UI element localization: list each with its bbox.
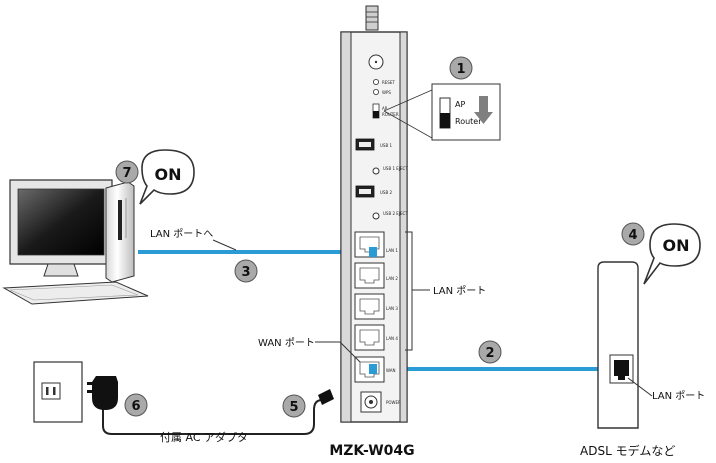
step-5-number: 5 — [289, 400, 298, 415]
switch-router-text: Router — [455, 117, 482, 126]
label-lan-port-modem: LAN ポート — [652, 390, 705, 402]
switch-ap-label: AP — [382, 106, 388, 111]
lan2-label: LAN 2 — [386, 276, 398, 281]
label-modem: ADSL モデムなど — [580, 443, 675, 458]
step-2-number: 2 — [485, 346, 494, 361]
ac-adapter — [87, 376, 118, 410]
power-label: POWER — [386, 400, 401, 405]
step-4: 4 — [621, 222, 645, 246]
pc — [2, 179, 149, 305]
wall-outlet — [33, 361, 83, 423]
step-3: 3 — [234, 259, 258, 283]
lan-bracket — [405, 231, 413, 351]
label-lan-port-to: LAN ポートへ — [150, 228, 213, 240]
switch-callout: AP Router — [383, 83, 501, 141]
label-lan-port-router: LAN ポート — [433, 285, 486, 297]
label-ac-adapter: 付属 AC アダプタ — [160, 430, 248, 444]
usb2-label: USB 2 — [380, 190, 392, 195]
lan-port-2 — [354, 262, 385, 289]
pc-on-bubble: ON — [139, 149, 195, 205]
wps-label: WPS — [382, 90, 391, 95]
lan-port-3 — [354, 293, 385, 320]
usb2-eject-label: USB 2 EJECT — [383, 211, 408, 216]
usb1-eject-label: USB 1 EJECT — [383, 166, 408, 171]
step-1: 1 — [449, 56, 473, 80]
modem — [597, 261, 639, 429]
label-wan-port: WAN ポート — [258, 337, 315, 349]
lan-port-4 — [354, 324, 385, 351]
step-2: 2 — [478, 340, 502, 364]
step-6-number: 6 — [131, 399, 140, 414]
wan-plug — [369, 364, 377, 374]
step-4-number: 4 — [628, 228, 637, 243]
step-7: 7 — [115, 160, 139, 184]
reset-label: RESET — [382, 80, 395, 85]
lan3-label: LAN 3 — [386, 306, 398, 311]
lan4-label: LAN 4 — [386, 336, 398, 341]
usb1-label: USB 1 — [380, 143, 392, 148]
step-5: 5 — [282, 394, 306, 418]
wan-label: WAN — [386, 368, 395, 373]
router: RESET WPS AP ROUTER USB 1 USB 1 EJECT US… — [340, 5, 408, 423]
step-7-number: 7 — [122, 166, 131, 181]
switch-ap-text: AP — [455, 100, 465, 109]
label-router-model: MZK-W04G — [329, 443, 414, 459]
lan-plug — [369, 247, 377, 257]
step-6: 6 — [124, 393, 148, 417]
dc-plug — [318, 389, 334, 405]
step-3-number: 3 — [241, 265, 250, 280]
modem-on-bubble: ON — [643, 223, 701, 285]
lan1-label: LAN 1 — [386, 248, 398, 253]
arrow-down-icon — [474, 96, 493, 124]
step-1-number: 1 — [456, 62, 465, 77]
modem-on-text: ON — [663, 236, 690, 255]
ac-adapter-cable — [102, 397, 323, 435]
pc-on-text: ON — [155, 165, 182, 184]
